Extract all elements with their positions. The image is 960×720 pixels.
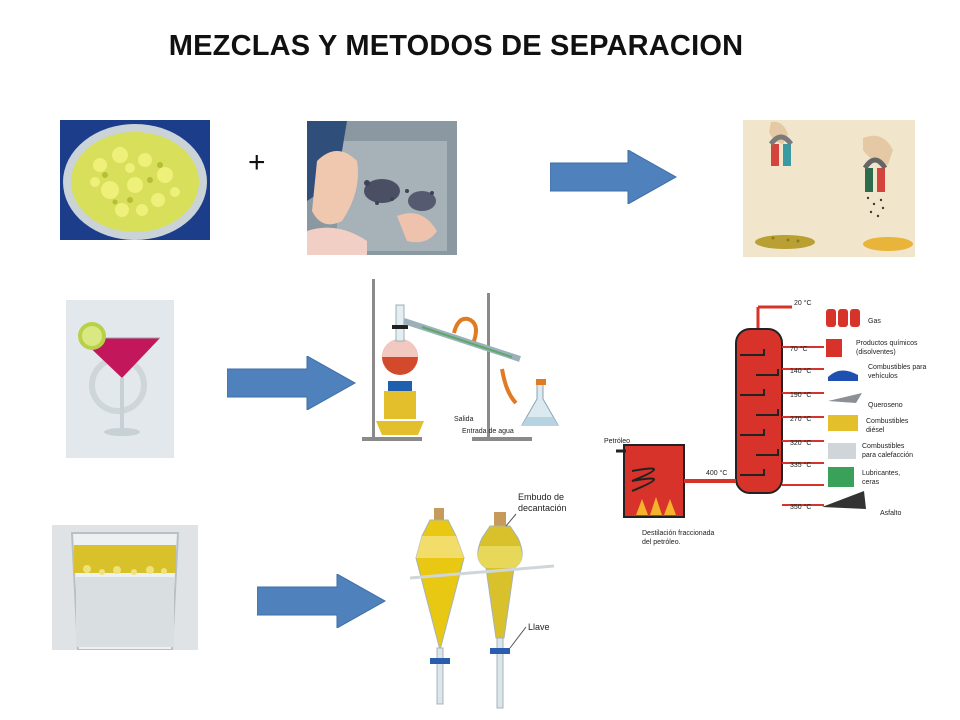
fraction-name-1: Gas [868, 318, 881, 325]
distillation-apparatus: Salida Entrada de agua [362, 275, 582, 447]
fraction-temp-1: 20 °C [794, 299, 812, 307]
fraction-name-6a: Combustibles [862, 443, 905, 450]
fraction-name-5a: Combustibles [866, 418, 909, 425]
fraction-name-3b: vehículos [868, 373, 898, 380]
fraction-temp-2: 70 °C [790, 345, 808, 353]
fraction-temp-7: 335 °C [790, 461, 811, 469]
plus-sign: + [248, 146, 266, 179]
caption-line-2: del petróleo. [642, 539, 681, 546]
fraction-name-2a: Productos químicos [856, 340, 918, 347]
slide-title: MEZCLAS Y METODOS DE SEPARACION [168, 30, 744, 62]
fraction-name-2b: (disolventes) [856, 349, 896, 356]
fraction-name-6b: para calefacción [862, 452, 913, 459]
arrow-right-1 [550, 150, 678, 204]
fraction-name-8: Asfalto [880, 510, 902, 517]
caption-line-1: Destilación fraccionada [642, 530, 714, 537]
fraction-name-3a: Combustibles para [868, 364, 926, 371]
fraction-name-7a: Lubricantes, [862, 470, 900, 477]
fraction-temp-6: 320 °C [790, 439, 811, 447]
magnet-separation-drawing [743, 120, 915, 257]
furnace-temp-label: 400 °C [706, 469, 727, 477]
fraction-name-5b: diésel [866, 427, 885, 434]
iron-filings-photo [307, 121, 457, 255]
fraction-temp-3: 140 °C [790, 367, 811, 375]
petroleum-distillation-diagram: Petróleo 400 °C Destilación fraccionada … [596, 295, 952, 550]
oil-water-glass-photo [52, 525, 198, 650]
salida-label: Salida [454, 416, 474, 423]
arrow-right-2 [227, 356, 357, 410]
petroleo-label: Petróleo [604, 438, 630, 445]
embudo-label-2: decantación [518, 503, 567, 513]
fraction-name-7b: ceras [862, 479, 880, 486]
entrada-agua-label: Entrada de agua [462, 428, 514, 435]
cocktail-photo [66, 300, 174, 458]
arrow-right-3 [257, 574, 387, 628]
fraction-temp-4: 190 °C [790, 391, 811, 399]
fraction-name-4: Queroseno [868, 402, 903, 409]
embudo-label-1: Embudo de [518, 492, 564, 502]
llave-label: Llave [528, 622, 550, 632]
sulfur-photo [60, 120, 210, 240]
fraction-temp-5: 270 °C [790, 415, 811, 423]
fraction-temp-8: 350 °C [790, 503, 811, 511]
separatory-funnel-diagram: Embudo de decantación Llave [400, 488, 575, 720]
